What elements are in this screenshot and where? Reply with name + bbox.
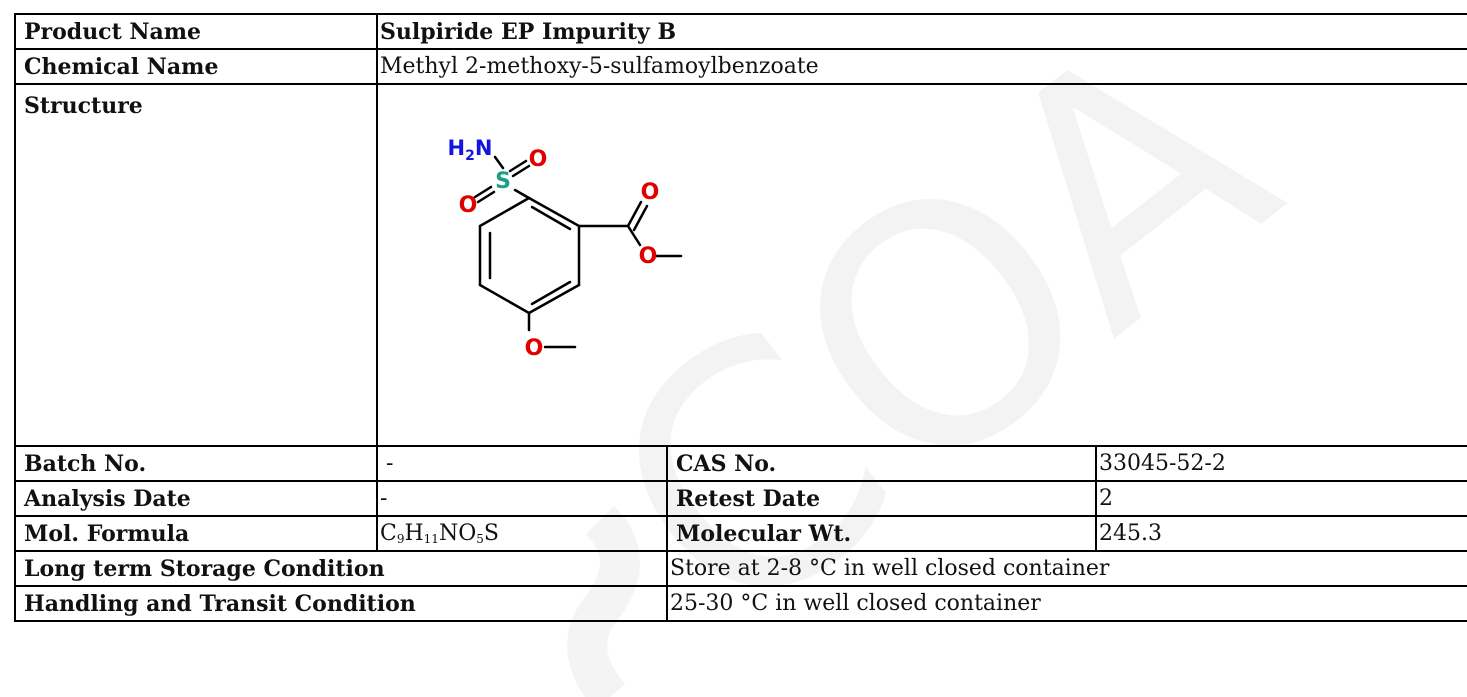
row-structure: Structure (14, 83, 1467, 447)
methoxy-bonds (527, 311, 577, 349)
handling-value: 25-30 °C in well closed container (666, 585, 1467, 622)
coa-table: Product Name Sulpiride EP Impurity B Che… (14, 13, 1467, 622)
analysis-date-label: Analysis Date (14, 480, 378, 517)
benzene-ring (478, 196, 581, 315)
row-chemical-name: Chemical Name Methyl 2-methoxy-5-sulfamo… (14, 48, 1467, 85)
atom-oxygen-sulfonyl-2: O (459, 193, 478, 218)
row-storage: Long term Storage Condition Store at 2-8… (14, 550, 1467, 587)
ester-bonds (577, 200, 683, 258)
row-batch-cas: Batch No. - CAS No. 33045-52-2 (14, 445, 1467, 482)
mol-formula-value: C9H11NO5S (376, 515, 668, 552)
row-analysis-retest: Analysis Date - Retest Date 2 (14, 480, 1467, 517)
batch-no-label: Batch No. (14, 445, 378, 482)
molecular-wt-value: 245.3 (1095, 515, 1467, 552)
atom-nh2: H2N (448, 136, 493, 164)
row-formula-weight: Mol. Formula C9H11NO5S Molecular Wt. 245… (14, 515, 1467, 552)
chemical-name-label: Chemical Name (14, 48, 378, 85)
product-name-value: Sulpiride EP Impurity B (376, 13, 1467, 50)
atom-oxygen-sulfonyl-1: O (529, 147, 548, 172)
molecular-wt-label: Molecular Wt. (666, 515, 1097, 552)
retest-date-label: Retest Date (666, 480, 1097, 517)
row-product-name: Product Name Sulpiride EP Impurity B (14, 13, 1467, 50)
storage-label: Long term Storage Condition (14, 550, 668, 587)
chemical-structure-diagram: H2N S O O O O O (448, 136, 683, 361)
atom-oxygen-carbonyl: O (641, 180, 660, 205)
cas-no-value: 33045-52-2 (1095, 445, 1467, 482)
cas-no-label: CAS No. (666, 445, 1097, 482)
chemical-name-value: Methyl 2-methoxy-5-sulfamoylbenzoate (376, 48, 1467, 85)
storage-value: Store at 2-8 °C in well closed container (666, 550, 1467, 587)
structure-label: Structure (14, 83, 378, 447)
mol-formula-label: Mol. Formula (14, 515, 378, 552)
atom-sulfur: S (495, 169, 511, 194)
batch-no-value: - (376, 445, 668, 482)
structure-cell: H2N S O O O O O (376, 83, 1467, 447)
retest-date-value: 2 (1095, 480, 1467, 517)
atom-oxygen-methoxy: O (525, 336, 544, 361)
product-name-label: Product Name (14, 13, 378, 50)
row-handling: Handling and Transit Condition 25-30 °C … (14, 585, 1467, 622)
analysis-date-value: - (376, 480, 668, 517)
handling-label: Handling and Transit Condition (14, 585, 668, 622)
sulfonamide-bonds (473, 155, 531, 204)
atom-oxygen-ester: O (639, 244, 658, 269)
